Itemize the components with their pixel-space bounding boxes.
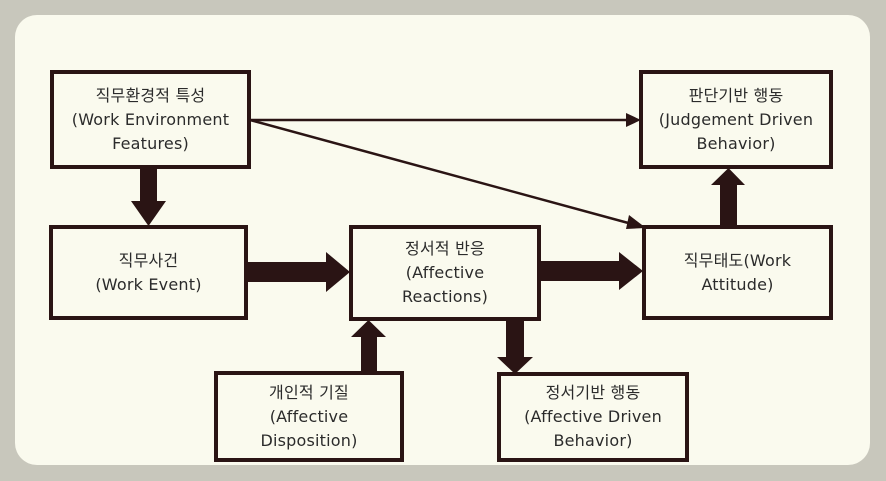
node-korean-label: 직무사건 <box>118 250 179 270</box>
arrow-affective-reactions-to-work-attitude <box>540 252 643 290</box>
arrow-affective-disposition-to-affective-reactions <box>351 320 386 372</box>
node-korean-label: 정서기반 행동 <box>545 383 641 402</box>
node-korean-label: 직무환경적 특성 <box>95 85 206 105</box>
node-english-label: (Affective <box>405 263 485 282</box>
node-english-label: (Work Event) <box>95 274 202 294</box>
node-affective-driven-behavior: 정서기반 행동 (Affective Driven Behavior) <box>497 372 689 462</box>
node-work-attitude: 직무태도(Work Attitude) <box>642 225 833 320</box>
node-english-label: (Affective <box>269 406 349 426</box>
node-korean-label: 개인적 기질 <box>269 382 349 402</box>
arrow-work-environment-to-judgement-driven-behavior-head <box>626 113 641 127</box>
node-korean-label: 판단기반 행동 <box>688 85 784 105</box>
node-work-event: 직무사건 (Work Event) <box>49 225 248 320</box>
node-work-environment-features: 직무환경적 특성 (Work Environment Features) <box>50 70 251 169</box>
arrow-work-environment-to-work-attitude-head <box>626 215 646 229</box>
node-english-label: Behavior) <box>553 431 633 450</box>
node-english-label: (Affective Driven <box>524 407 662 426</box>
node-affective-reactions: 정서적 반응 (Affective Reactions) <box>349 225 541 321</box>
node-english-label: Reactions) <box>401 287 489 306</box>
node-english-label: Disposition) <box>260 430 358 450</box>
arrow-work-attitude-to-judgement-driven-behavior <box>711 168 745 226</box>
node-english-label: Features) <box>112 133 189 153</box>
node-english-label: (Judgement Driven <box>658 109 814 129</box>
node-english-label: (Work Environment <box>71 109 230 129</box>
node-english-label: Behavior) <box>696 133 776 153</box>
arrow-affective-reactions-to-affective-driven-behavior <box>497 320 533 374</box>
node-label-line1: 직무태도(Work <box>683 250 792 270</box>
arrow-work-event-to-affective-reactions <box>247 252 350 292</box>
node-korean-label: 정서적 반응 <box>405 239 485 258</box>
node-affective-disposition: 개인적 기질 (Affective Disposition) <box>214 371 404 462</box>
node-judgement-driven-behavior: 판단기반 행동 (Judgement Driven Behavior) <box>639 70 833 169</box>
node-label-line2: Attitude) <box>701 274 774 294</box>
arrow-work-environment-to-work-event <box>131 167 166 226</box>
arrow-work-environment-to-work-attitude-line <box>249 118 633 226</box>
